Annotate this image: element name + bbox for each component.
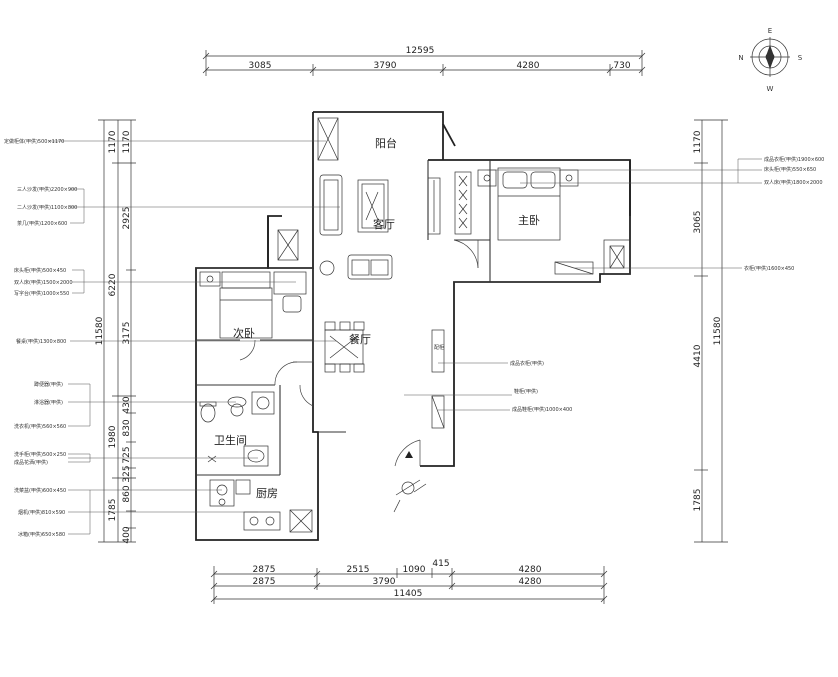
- annotation-right-6: 鞋柜(甲供): [514, 388, 538, 395]
- bottom-dimension-lines: [210, 566, 608, 604]
- right-outer-dimension: 11580: [713, 316, 723, 345]
- right-leader-lines: [404, 158, 762, 411]
- compass-south: S: [798, 54, 803, 62]
- room-living: 客厅: [373, 217, 395, 231]
- bottom-dimension-r1-2: 2515: [347, 565, 370, 575]
- left-dimension-lines: [98, 119, 136, 543]
- annotation-left-7: 写字台(甲供)1000×550: [14, 290, 69, 297]
- interior-walls: [196, 160, 600, 476]
- annotation-right-1: 成品衣柜(甲供)1900×600: [764, 156, 824, 163]
- bottom-dimension-r1-5: 4280: [519, 565, 542, 575]
- master-bedroom-furniture: [454, 167, 631, 275]
- annotation-left-12: 洗手柜(甲供)500×250: [14, 451, 66, 458]
- entrance-figure: [393, 479, 427, 513]
- annotation-left-14: 洗菜盆(甲供)600×450: [14, 487, 66, 494]
- left-middle-dimension-1: 1170: [108, 130, 118, 153]
- left-leader-lines: [48, 140, 340, 535]
- right-inner-dimension-4: 1785: [693, 489, 703, 512]
- bottom-dimension-r1-3: 1090: [403, 565, 426, 575]
- right-inner-dimension-2: 3065: [693, 211, 703, 234]
- annotation-left-10: 淋浴器(甲供): [34, 399, 63, 406]
- left-middle-dimension-2: 6220: [108, 273, 118, 296]
- annotation-left-2: 三人沙发(甲供)2200×900: [17, 186, 77, 193]
- annotation-left-4: 茶几(甲供)1200×600: [17, 220, 67, 227]
- left-middle-dimension-3: 1980: [108, 425, 118, 448]
- compass-north: N: [738, 54, 743, 62]
- dining-furniture: [324, 321, 445, 429]
- left-inner-dimension-5: 830: [122, 419, 132, 436]
- annotation-right-5: 成品衣柜(甲供): [510, 360, 544, 367]
- right-inner-dimension-3: 4410: [693, 344, 703, 367]
- annotation-right-3: 双人床(甲供)1800×2000: [764, 179, 823, 186]
- left-inner-dimension-2: 2925: [122, 207, 132, 230]
- annotation-left-9: 蹲便器(甲供): [34, 381, 63, 388]
- left-inner-dimension-3: 3175: [122, 322, 132, 345]
- top-dimension-2: 3790: [374, 61, 397, 71]
- annotation-right-4: 衣柜(甲供)1600×450: [744, 265, 794, 272]
- top-dimension-lines: [202, 50, 646, 76]
- room-bathroom: 卫生间: [214, 433, 247, 447]
- left-inner-dimension-4: 430: [122, 396, 132, 413]
- annotation-left-13: 成品花洒(甲供): [14, 459, 48, 466]
- entrance-arrow-icon: [405, 451, 413, 458]
- left-inner-dimension-7: 325: [122, 465, 132, 482]
- second-bedroom-furniture: [199, 229, 307, 339]
- right-dimension-lines: [694, 119, 728, 543]
- top-dimension-4: 730: [613, 61, 630, 71]
- left-inner-dimension-6: 725: [122, 446, 132, 463]
- left-inner-dimension-8: 860: [122, 485, 132, 502]
- top-dimension-3: 4280: [517, 61, 540, 71]
- compass-east: E: [768, 27, 772, 35]
- balcony-cabinet: [317, 117, 339, 161]
- bottom-dimension-r2-2: 3790: [373, 577, 396, 587]
- annotation-left-11: 洗衣机(甲供)560×560: [14, 423, 66, 430]
- annotation-right-2: 床头柜(甲供)550×650: [764, 166, 816, 173]
- exterior-walls: [195, 111, 631, 541]
- compass-icon: [750, 37, 790, 77]
- bottom-dimension-r2-1: 2875: [253, 577, 276, 587]
- left-middle-dimension-4: 1785: [108, 499, 118, 522]
- bottom-dimension-r1-4: 415: [432, 559, 449, 569]
- left-inner-dimension-9: 400: [122, 526, 132, 543]
- annotation-left-15: 烟机(甲供)810×590: [18, 509, 65, 516]
- annotation-left-6: 双人床(甲供)1500×2000: [14, 279, 73, 286]
- annotation-left-8: 餐桌(甲供)1300×800: [16, 338, 66, 345]
- annotation-left-16: 冰箱(甲供)650×580: [18, 531, 65, 538]
- bottom-total-dimension: 11405: [394, 589, 423, 599]
- annotation-left-1: 定做柜体(甲供)500×1170: [4, 138, 64, 145]
- annotation-left-3: 二人沙发(甲供)1100×800: [17, 204, 77, 211]
- living-room-furniture: [319, 174, 441, 280]
- left-inner-dimension-1: 1170: [122, 130, 132, 153]
- annotation-left-5: 床头柜(甲供)500×450: [14, 267, 66, 274]
- top-dimension-1: 3085: [249, 61, 272, 71]
- door-swings: [239, 239, 479, 467]
- bottom-dimension-r1-1: 2875: [253, 565, 276, 575]
- equipment-label: 配柜: [434, 344, 444, 351]
- bathroom-fixtures: [199, 391, 275, 467]
- right-inner-dimension-1: 1170: [693, 130, 703, 153]
- room-master-bedroom: 主卧: [518, 214, 540, 227]
- top-total-dimension: 12595: [406, 46, 435, 56]
- bottom-dimension-r2-3: 4280: [519, 577, 542, 587]
- room-dining: 餐厅: [349, 332, 371, 346]
- room-balcony: 阳台: [375, 136, 397, 150]
- room-kitchen: 厨房: [256, 487, 278, 500]
- room-second-bedroom: 次卧: [233, 326, 255, 340]
- kitchen-fixtures: [209, 479, 313, 533]
- annotation-right-7: 成品鞋柜(甲供)1000×400: [512, 406, 572, 413]
- left-outer-dimension: 11580: [95, 316, 105, 345]
- compass-west: W: [767, 85, 774, 93]
